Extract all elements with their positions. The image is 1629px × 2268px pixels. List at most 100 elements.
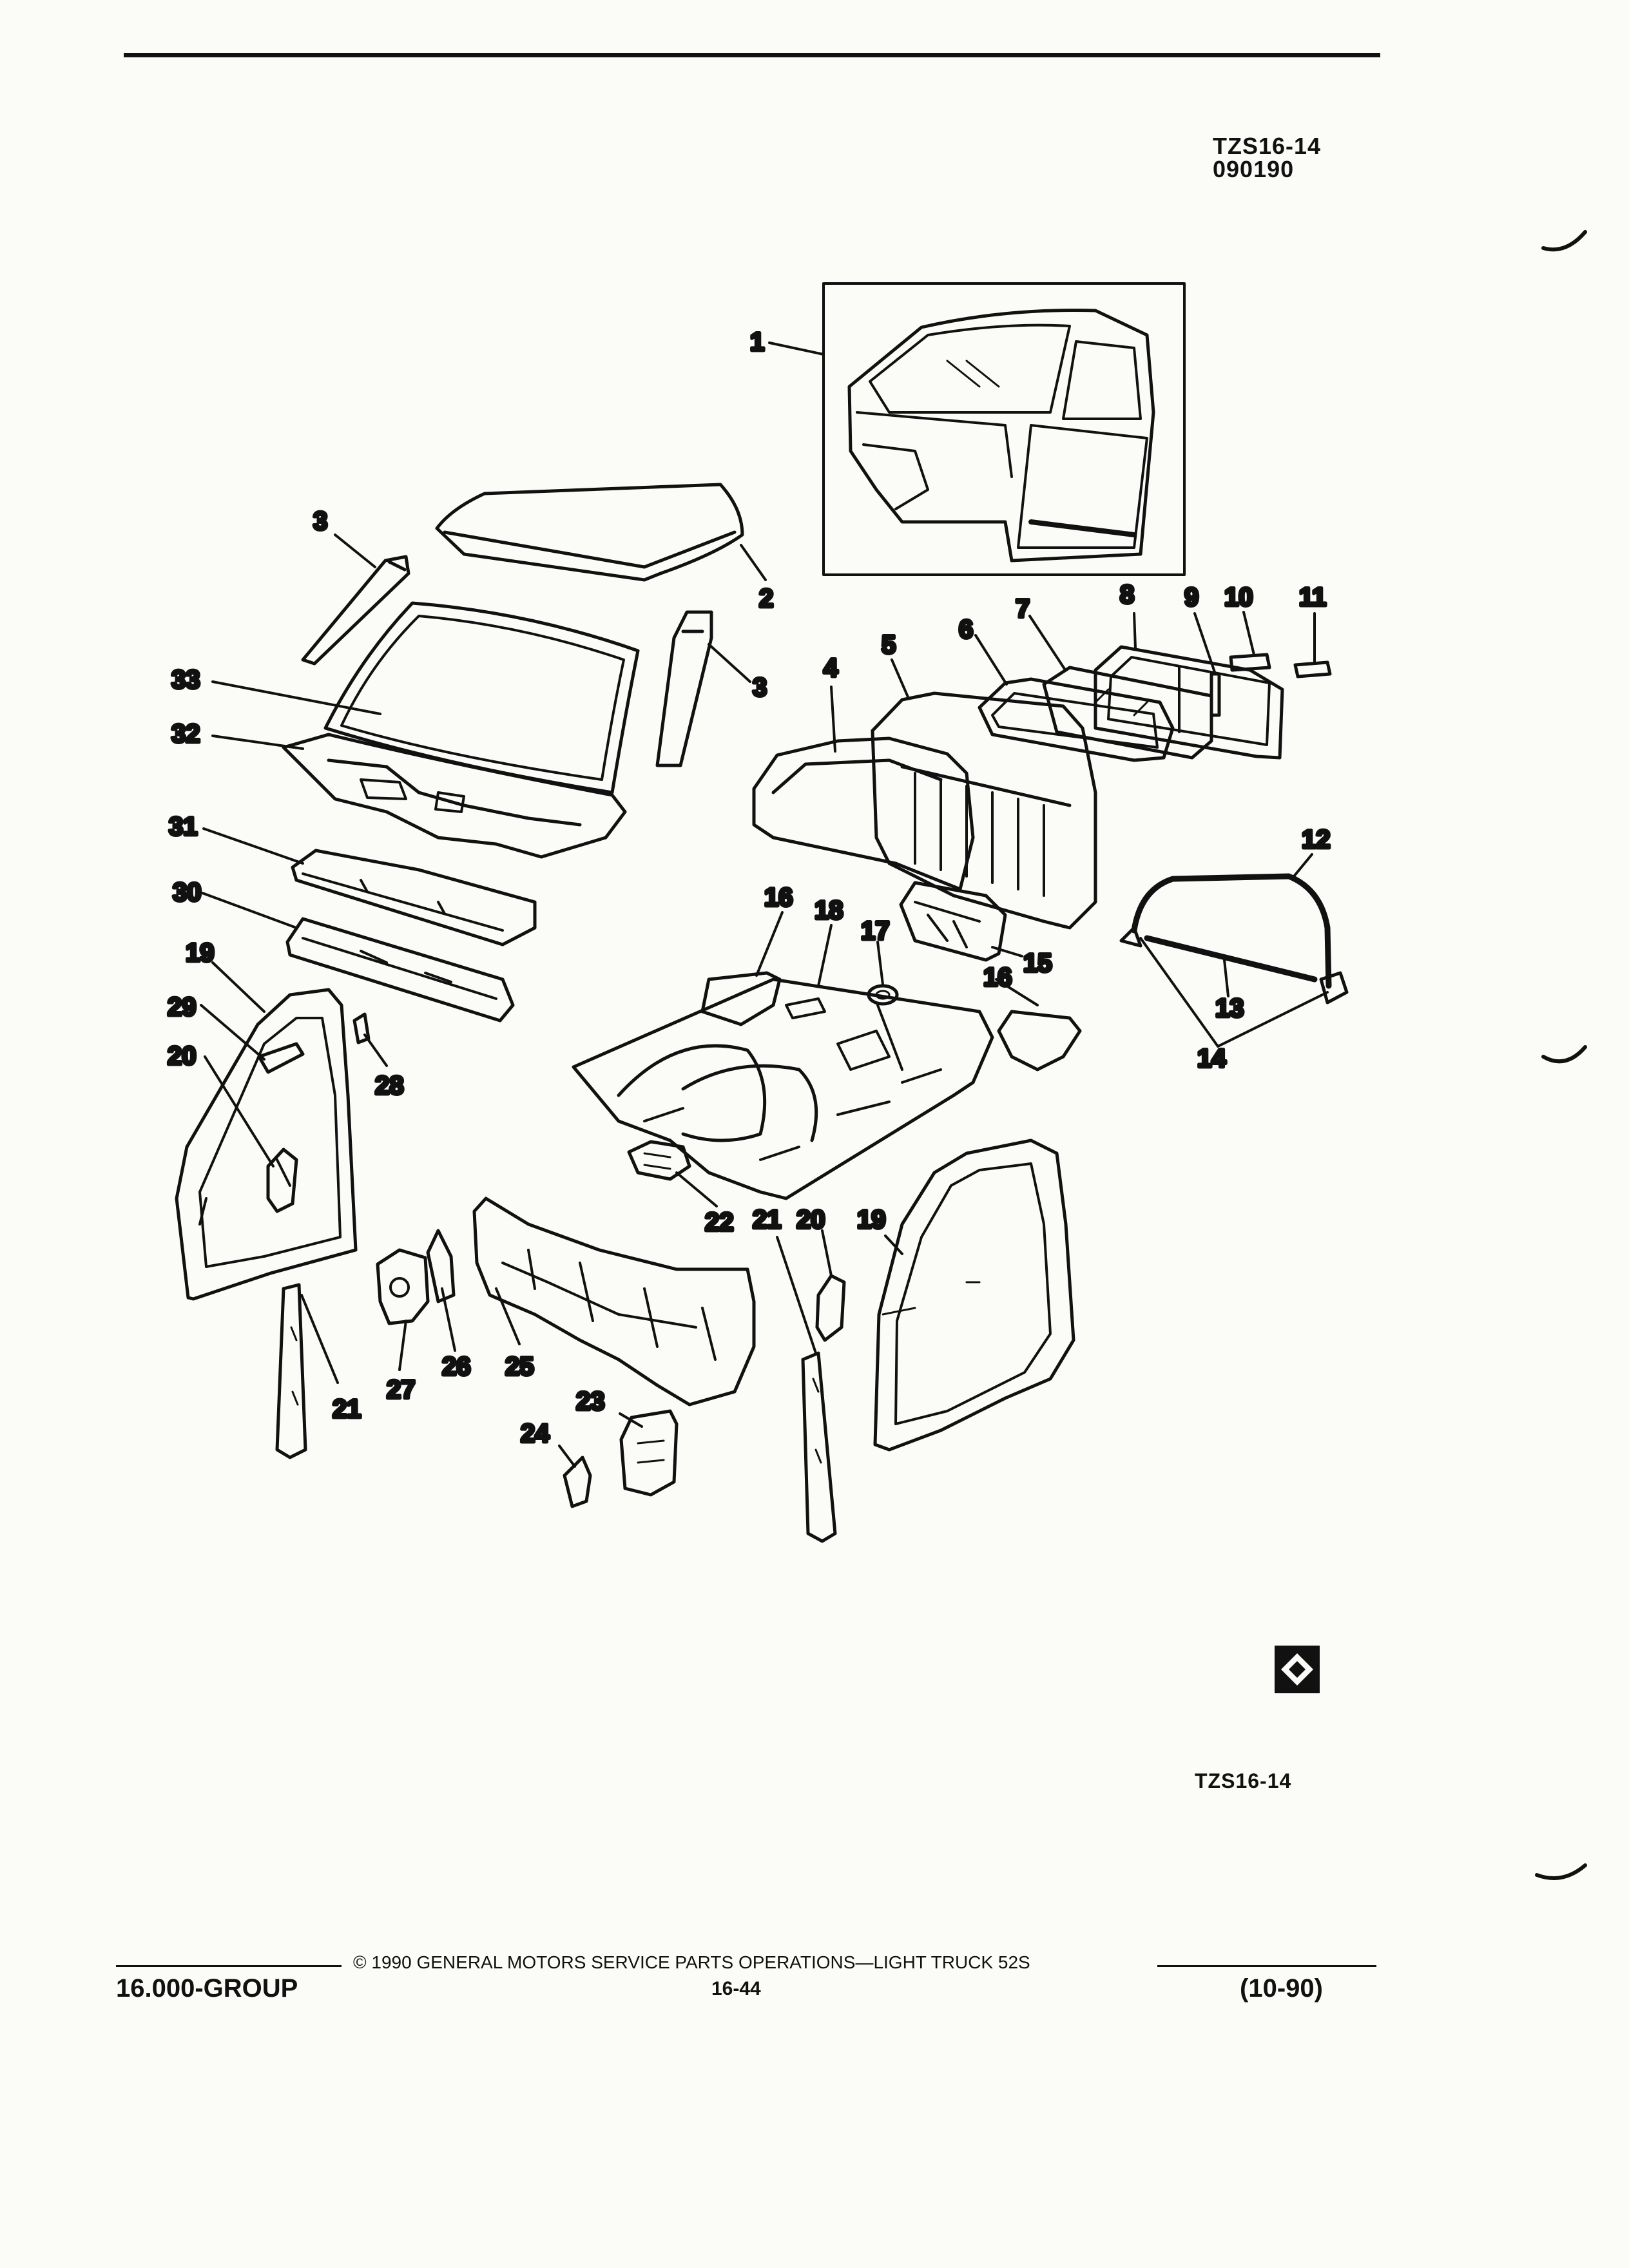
rear-reinforcement: [899, 881, 1007, 962]
callout-21: 21: [333, 1395, 361, 1423]
kick-panel-bracket: [426, 1229, 456, 1303]
callout-5: 5: [882, 631, 896, 659]
callout-labels: 1 2 3 3 4 5 6 7 8 9 10 11 12 13 14 15 16…: [166, 327, 1333, 1450]
callout-3: 3: [753, 673, 767, 702]
callout-28: 28: [375, 1072, 404, 1100]
leader-line: [817, 924, 833, 987]
leader-line: [1242, 611, 1255, 656]
leader-line: [204, 1055, 275, 1168]
roof-panel: [435, 483, 744, 582]
hinge-pillar-right: [801, 1351, 837, 1543]
rear-panel-inner: [871, 691, 1097, 930]
cowl-side-bracket: [376, 1248, 430, 1325]
leader-line: [740, 544, 767, 581]
floor-plate: [627, 1140, 691, 1181]
leader-line: [441, 1287, 456, 1352]
revision-date: (10-90): [1240, 1974, 1323, 2003]
pillar-reinforcement-left: [301, 555, 410, 666]
callout-33: 33: [171, 666, 200, 694]
leader-line: [1193, 612, 1217, 675]
callout-9: 9: [1184, 583, 1199, 611]
leader-line: [891, 658, 910, 700]
callout-20: 20: [168, 1042, 197, 1070]
leader-line: [884, 1235, 903, 1255]
stop-pin: [1293, 660, 1332, 678]
leader-line: [1223, 959, 1229, 997]
leader-line: [1028, 615, 1066, 670]
callout-10: 10: [1224, 583, 1253, 611]
callout-22: 22: [705, 1208, 734, 1236]
callout-27: 27: [387, 1376, 416, 1404]
margin-mark: [1535, 1863, 1587, 1880]
door-frame-right: [873, 1139, 1075, 1452]
small-bracket: [563, 1456, 592, 1508]
leader-line: [1139, 937, 1329, 1048]
leader-line: [211, 735, 304, 750]
callout-3: 3: [313, 507, 327, 535]
figure-tag: TZS16-14: [1195, 1769, 1292, 1792]
pillar-bracket-right: [815, 1274, 846, 1342]
hinge-bracket: [257, 1042, 305, 1074]
cab-assembly-inset: [822, 282, 1186, 576]
callout-7: 7: [1016, 595, 1030, 623]
pillar-bracket-left: [266, 1148, 298, 1213]
leader-line: [300, 1294, 339, 1384]
upper-cowl-panel: [291, 849, 537, 947]
leader-line: [974, 634, 1008, 686]
window-latch: [1210, 672, 1221, 717]
leader-line: [991, 946, 1023, 957]
callout-20: 20: [796, 1206, 825, 1234]
callout-16: 16: [983, 963, 1012, 992]
leader-line: [830, 686, 836, 753]
margin-mark: [1541, 1045, 1587, 1064]
callout-31: 31: [169, 812, 198, 841]
leader-line: [398, 1320, 407, 1371]
page-number: 16-44: [711, 1978, 761, 1999]
callout-16: 16: [764, 883, 793, 912]
callout-19: 19: [186, 939, 215, 967]
floor-pan: [572, 977, 994, 1200]
leader-line: [776, 1236, 817, 1354]
leader-line: [200, 1004, 265, 1061]
leader-line: [211, 680, 381, 715]
leader-line: [821, 1229, 833, 1277]
margin-mark: [1541, 230, 1587, 252]
door-frame-left: [175, 988, 358, 1301]
callout-13: 13: [1215, 994, 1244, 1023]
callout-30: 30: [173, 878, 202, 907]
callout-1: 1: [750, 328, 764, 356]
leader-line: [202, 827, 304, 865]
leader-line: [495, 1287, 521, 1345]
callout-29: 29: [168, 993, 197, 1021]
callout-11: 11: [1299, 583, 1326, 611]
lower-seal: [1144, 935, 1318, 983]
footer-rule-right: [1157, 1965, 1376, 1967]
leader-line: [768, 341, 825, 356]
leader-line: [755, 911, 784, 977]
leader-line: [708, 643, 751, 683]
callout-15: 15: [1023, 949, 1052, 977]
figure-code: TZS16-14: [1213, 133, 1322, 159]
back-window-molding: [978, 677, 1175, 762]
callout-2: 2: [759, 584, 773, 613]
callout-32: 32: [171, 720, 200, 748]
callout-24: 24: [521, 1419, 550, 1448]
leader-line: [334, 533, 376, 568]
callout-17: 17: [861, 917, 890, 945]
hinge-pillar-left: [275, 1283, 307, 1459]
callout-19: 19: [857, 1206, 886, 1234]
top-rule: [124, 53, 1380, 57]
cowl-dash-panel: [282, 733, 627, 859]
leader-line: [995, 978, 1039, 1006]
callout-4: 4: [824, 654, 838, 682]
date-code: 090190: [1213, 156, 1295, 182]
callout-21: 21: [753, 1206, 782, 1234]
leader-line: [201, 892, 298, 929]
group-label: 16.000-GROUP: [116, 1974, 298, 2003]
pillar-reinforcement-right: [655, 610, 713, 767]
gm-parts-logo: [1275, 1646, 1320, 1693]
callout-8: 8: [1120, 581, 1134, 609]
leader-line: [1293, 853, 1313, 878]
